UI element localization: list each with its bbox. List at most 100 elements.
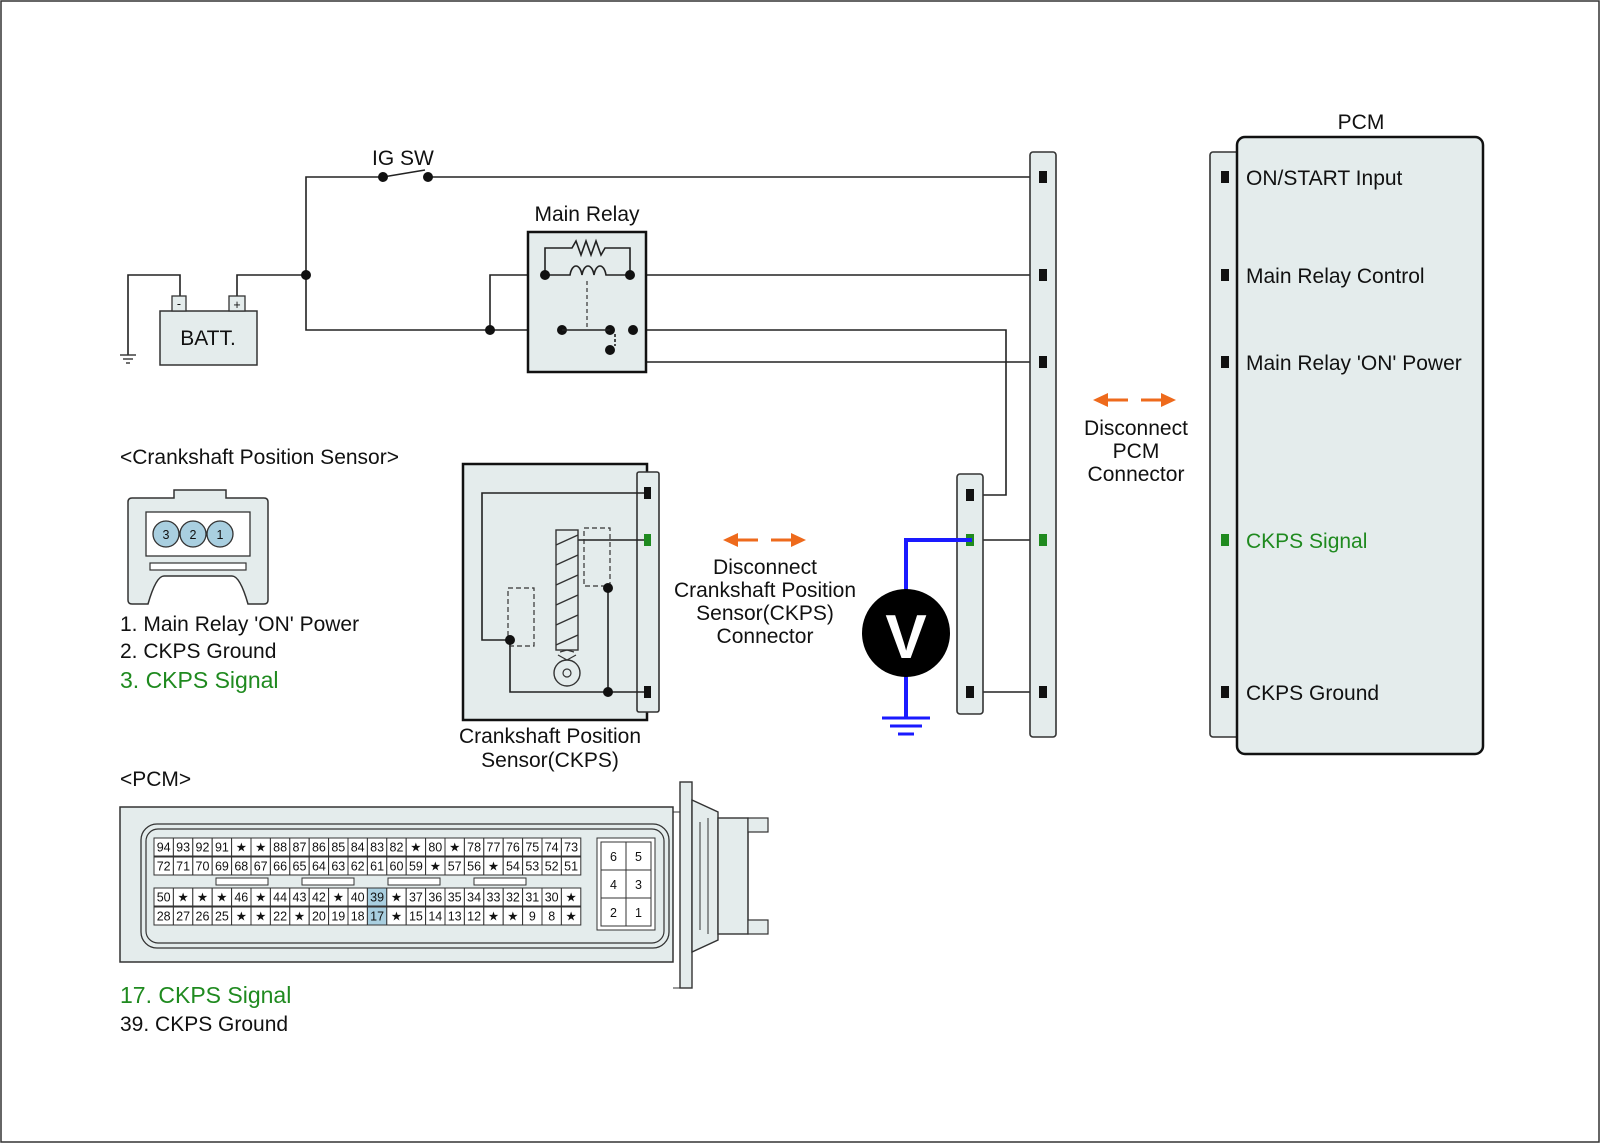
pcm-pin: 42: [308, 887, 330, 907]
svg-text:★: ★: [488, 910, 499, 924]
svg-text:2: 2: [190, 528, 197, 542]
svg-text:36: 36: [428, 891, 442, 905]
svg-text:28: 28: [157, 910, 171, 924]
svg-text:4: 4: [610, 878, 617, 892]
pcm-pin: 65: [289, 856, 310, 876]
svg-text:74: 74: [545, 841, 559, 855]
probe-ground-icon: [882, 716, 930, 736]
svg-text:22: 22: [273, 910, 287, 924]
svg-text:25: 25: [215, 910, 229, 924]
pcm-pin: 30: [541, 887, 562, 907]
pcm-pin: 63: [328, 856, 349, 876]
svg-text:★: ★: [488, 860, 499, 874]
svg-text:46: 46: [234, 891, 248, 905]
svg-text:★: ★: [391, 891, 402, 905]
pcm-pin: 83: [366, 837, 388, 857]
junction-dot: [301, 270, 311, 280]
svg-text:78: 78: [467, 841, 481, 855]
svg-text:44: 44: [273, 891, 287, 905]
svg-text:★: ★: [333, 891, 344, 905]
svg-text:59: 59: [409, 860, 423, 874]
svg-text:70: 70: [196, 860, 210, 874]
svg-text:85: 85: [331, 841, 345, 855]
pcm-pin: 77: [483, 837, 504, 857]
svg-text:63: 63: [331, 860, 345, 874]
pcm-pin: 52: [541, 856, 562, 876]
svg-text:50: 50: [157, 891, 171, 905]
pcm-pin: ★: [172, 887, 194, 907]
svg-text:★: ★: [565, 891, 576, 905]
disconnect-ckps-arrows-icon: [723, 533, 806, 547]
pcm-pin: 31: [522, 887, 543, 907]
svg-text:33: 33: [487, 891, 501, 905]
pcm-pin: 84: [347, 837, 368, 857]
pcm-pin: 71: [172, 856, 194, 876]
pcm-pin: ★: [192, 887, 213, 907]
ckps-sensor: [461, 462, 660, 722]
disconnect-pcm-line-3: Connector: [1088, 463, 1185, 486]
pcm-pin: ★: [289, 906, 310, 926]
pcm-small-pin: 4: [600, 869, 627, 899]
pcm-pin: ★: [250, 906, 271, 926]
svg-text:★: ★: [197, 891, 208, 905]
svg-text:1: 1: [635, 906, 642, 920]
svg-text:15: 15: [409, 910, 423, 924]
pcm-pin: 75: [522, 837, 543, 857]
ckps-pin-1: 1: [206, 520, 234, 548]
pcm-pin: 87: [289, 837, 310, 857]
svg-text:17: 17: [370, 910, 384, 924]
svg-text:57: 57: [448, 860, 462, 874]
pcm-pin: 8: [541, 906, 562, 926]
pcm-small-pin: 2: [600, 897, 627, 927]
svg-text:★: ★: [216, 891, 227, 905]
svg-text:77: 77: [487, 841, 501, 855]
svg-text:2: 2: [610, 906, 617, 920]
svg-text:8: 8: [548, 910, 555, 924]
pcm-pin: 34: [463, 887, 485, 907]
svg-text:★: ★: [294, 910, 305, 924]
pcm-pin: ★: [231, 837, 252, 857]
svg-text:26: 26: [196, 910, 210, 924]
svg-text:51: 51: [564, 860, 578, 874]
svg-text:84: 84: [351, 841, 365, 855]
svg-text:34: 34: [467, 891, 481, 905]
svg-text:32: 32: [506, 891, 520, 905]
pcm-small-pin: 3: [625, 869, 652, 899]
svg-text:88: 88: [273, 841, 287, 855]
svg-text:83: 83: [370, 841, 384, 855]
pcm-small-pin: 5: [625, 841, 652, 871]
svg-text:27: 27: [176, 910, 190, 924]
pcm-pin: 28: [153, 906, 174, 926]
junction-dot: [485, 325, 495, 335]
pcm-pin: 67: [250, 856, 271, 876]
svg-text:43: 43: [293, 891, 307, 905]
pcm-pin: 59: [405, 856, 427, 876]
svg-text:68: 68: [234, 860, 248, 874]
pcm-pin: 73: [560, 837, 582, 857]
pcm-section-title: <PCM>: [120, 768, 191, 791]
pcm-pin: 80: [425, 837, 446, 857]
svg-text:9: 9: [529, 910, 536, 924]
svg-text:76: 76: [506, 841, 520, 855]
svg-text:13: 13: [448, 910, 462, 924]
pcm-terminal-ckps-signal: CKPS Signal: [1246, 530, 1367, 553]
ckps-pin-2: 2: [179, 520, 207, 548]
pcm-pin: 13: [444, 906, 465, 926]
disconnect-pcm-arrows-icon: [1093, 393, 1176, 407]
svg-text:★: ★: [449, 841, 460, 855]
svg-text:64: 64: [312, 860, 326, 874]
pcm-pin: 51: [560, 856, 582, 876]
pcm-pin: 91: [211, 837, 233, 857]
pcm-pin: 35: [444, 887, 465, 907]
ckps-harness-connector: [956, 473, 984, 715]
pcm-pin: 17: [366, 906, 388, 926]
pcm-pin: 78: [463, 837, 485, 857]
pcm-pin: ★: [231, 906, 252, 926]
ignition-switch: IG SW: [372, 147, 434, 182]
voltmeter: V: [862, 538, 972, 736]
voltmeter-symbol: V: [885, 603, 926, 672]
svg-text:42: 42: [312, 891, 326, 905]
pcm-pin: 57: [444, 856, 465, 876]
pcm-pin: 72: [153, 856, 174, 876]
pcm-pin: 19: [328, 906, 349, 926]
